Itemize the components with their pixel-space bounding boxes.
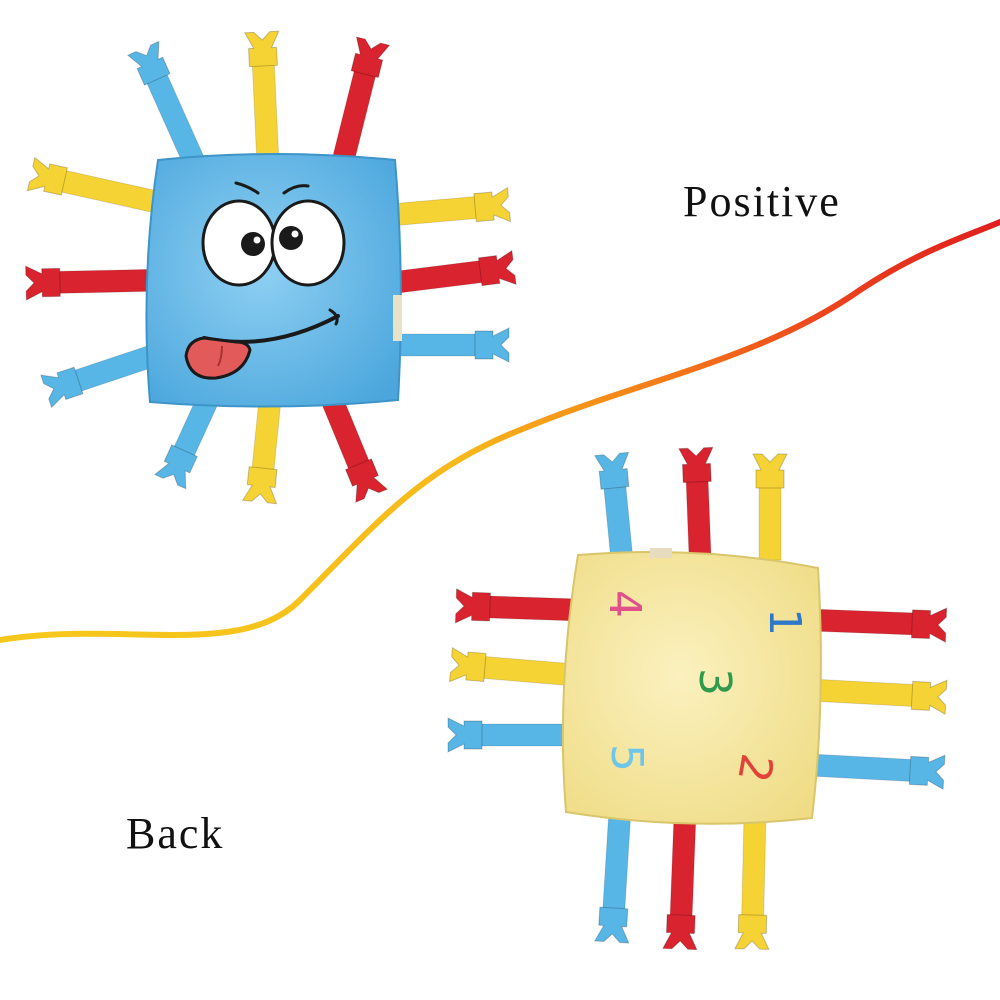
digit-4: 4: [599, 590, 650, 618]
buckle-icon[interactable]: [678, 446, 714, 484]
strap-buckle-front-2[interactable]: [244, 30, 285, 167]
label-tag: [650, 548, 672, 558]
strap-buckle-front-7[interactable]: [388, 186, 512, 232]
buckle-icon[interactable]: [40, 364, 84, 409]
buckle-icon[interactable]: [473, 186, 512, 225]
buckle-icon[interactable]: [447, 717, 483, 753]
strap-buckle-back-2[interactable]: [678, 446, 717, 556]
ribbon-curve: [0, 219, 1000, 643]
buckle-icon[interactable]: [477, 249, 517, 289]
buckle-icon[interactable]: [26, 156, 68, 199]
caption-positive: Positive: [683, 177, 841, 226]
strap-buckle-back-6[interactable]: [447, 717, 576, 753]
strap-buckle-back-9[interactable]: [808, 748, 946, 791]
pupil-left: [241, 232, 265, 256]
buckle-icon[interactable]: [244, 30, 281, 68]
pupil-right: [279, 226, 303, 250]
eye-right: [270, 199, 346, 287]
digit-3: 3: [689, 668, 740, 696]
digit-1: 1: [759, 608, 810, 636]
mouth-dimple: [328, 308, 339, 326]
buckle-icon[interactable]: [734, 914, 770, 950]
buckle-icon[interactable]: [348, 36, 391, 79]
buckle-icon[interactable]: [25, 265, 61, 301]
back-toy: 1 2 3 4 5: [447, 446, 948, 951]
eyes: [201, 199, 346, 287]
buckle-icon[interactable]: [454, 588, 491, 624]
strap-buckle-back-8[interactable]: [808, 673, 948, 716]
strap-buckle-back-7[interactable]: [809, 603, 948, 643]
front-toy: [25, 30, 517, 505]
strap-buckle-front-3[interactable]: [326, 36, 391, 169]
tongue: [184, 336, 252, 380]
tongue-line: [217, 345, 223, 367]
label-tag: [393, 295, 402, 341]
buckle-icon[interactable]: [910, 607, 948, 643]
eye-shine-left: [253, 236, 261, 244]
strap-buckle-back-3[interactable]: [752, 453, 788, 561]
strap-buckle-front-9[interactable]: [389, 327, 510, 363]
caption-back: Back: [126, 809, 225, 858]
strap-buckle-front-5[interactable]: [25, 263, 166, 301]
strap-buckle-front-8[interactable]: [388, 249, 517, 300]
buckle-icon[interactable]: [752, 453, 788, 489]
buckle-icon[interactable]: [662, 913, 698, 951]
front-straps: [25, 30, 517, 505]
buckle-icon[interactable]: [126, 40, 173, 86]
back-straps: [447, 446, 948, 951]
buckle-icon[interactable]: [153, 444, 200, 490]
strap-buckle-front-10[interactable]: [153, 388, 226, 490]
strap-buckle-back-11[interactable]: [662, 814, 702, 951]
buckle-icon[interactable]: [593, 906, 631, 944]
back-pillow: [561, 550, 822, 825]
strap-buckle-front-4[interactable]: [26, 156, 173, 222]
strap-buckle-back-10[interactable]: [593, 808, 637, 944]
buckle-icon[interactable]: [343, 458, 389, 503]
buckle-icon[interactable]: [908, 753, 946, 791]
buckle-icon[interactable]: [449, 646, 487, 685]
strap-buckle-back-12[interactable]: [734, 814, 772, 950]
eyebrow-right: [282, 184, 310, 195]
buckle-icon[interactable]: [593, 451, 632, 490]
digit-5: 5: [601, 744, 652, 772]
eyebrow-left: [234, 181, 260, 195]
buckle-icon[interactable]: [910, 678, 948, 716]
buckle-icon[interactable]: [474, 327, 510, 363]
strap-buckle-front-11[interactable]: [241, 398, 287, 505]
strap-buckle-back-1[interactable]: [593, 451, 639, 562]
eye-shine-right: [291, 230, 299, 238]
buckle-icon[interactable]: [241, 466, 280, 505]
strap-buckle-back-4[interactable]: [454, 588, 581, 627]
strap-buckle-back-5[interactable]: [449, 646, 577, 692]
front-pillow: [145, 153, 402, 408]
